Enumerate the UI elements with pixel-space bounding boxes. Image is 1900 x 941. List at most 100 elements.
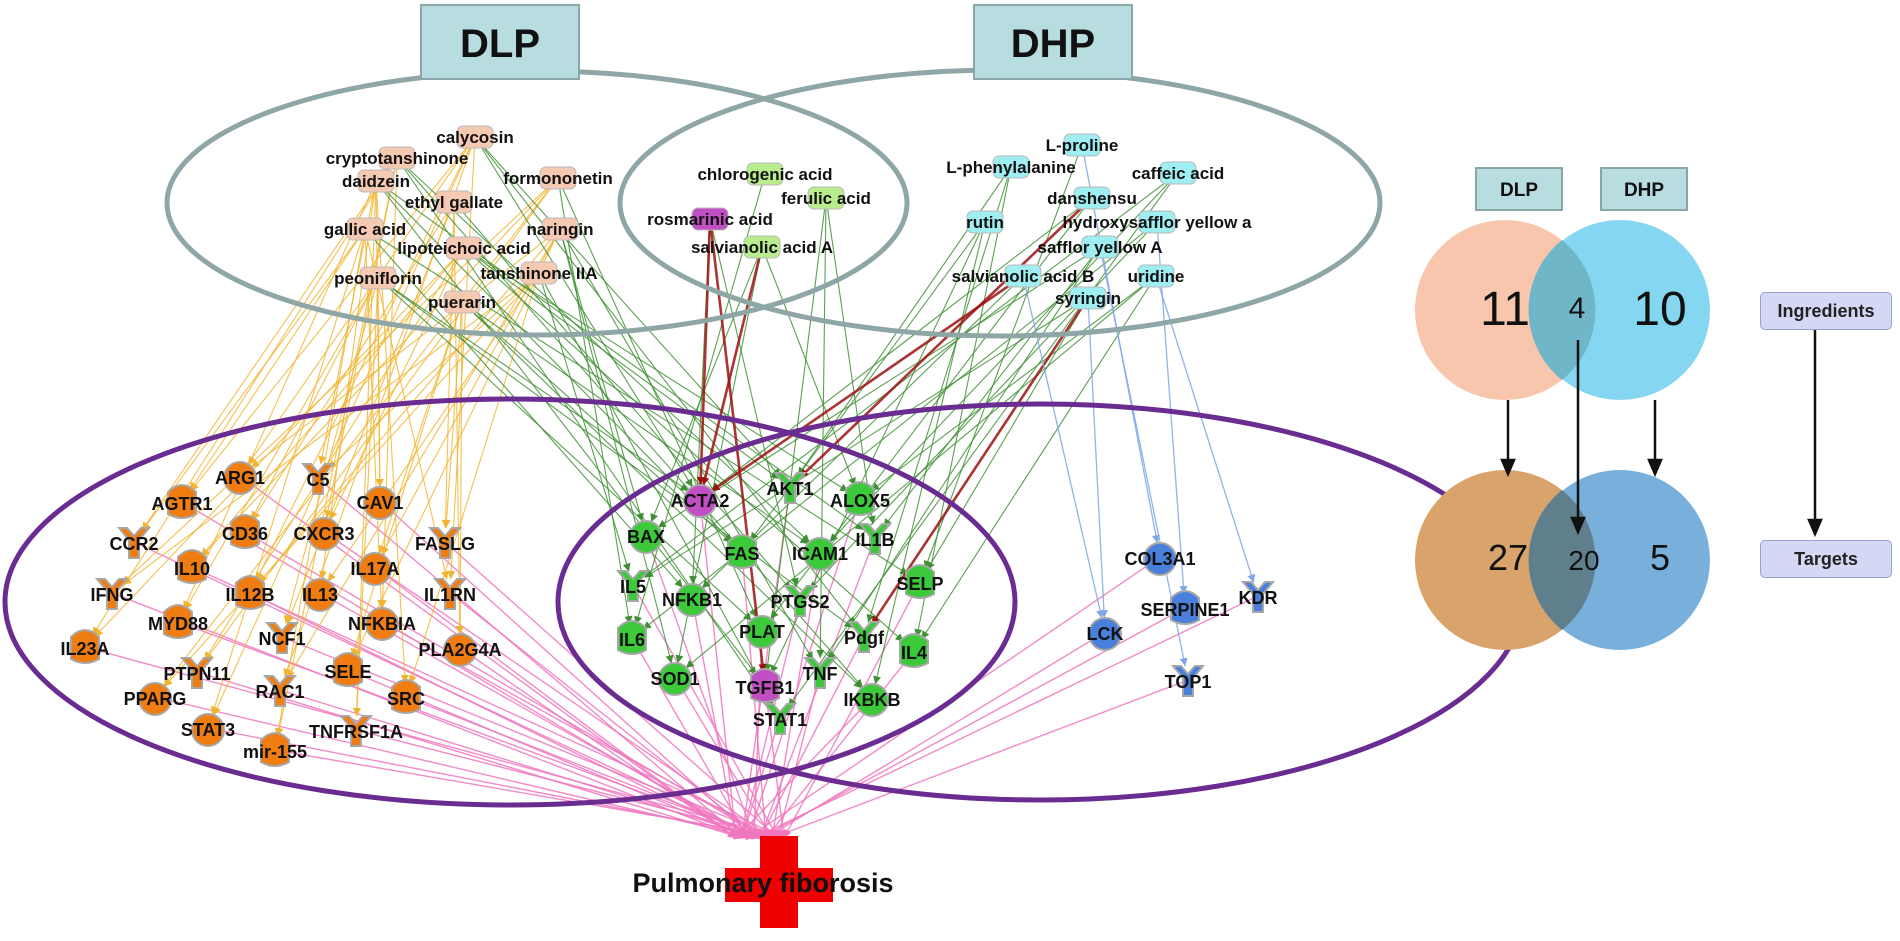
target-il6: IL6 xyxy=(617,620,647,655)
target-label: CD36 xyxy=(222,524,268,544)
disease-label: Pulmonary fiborosis xyxy=(632,868,893,898)
target-cav1: CAV1 xyxy=(357,486,403,520)
target-pparg: PPARG xyxy=(124,682,187,716)
ingredients-label: Ingredients xyxy=(1760,292,1892,330)
edge-gallic-acid-nfkb1 xyxy=(364,228,684,588)
target-label: NCF1 xyxy=(258,629,305,649)
edge-safflor-yellow-a-top1 xyxy=(1099,246,1188,667)
target-label: BAX xyxy=(627,527,665,547)
edge-ethyl-gallate-pla2g4a xyxy=(453,201,464,635)
target-label: COL3A1 xyxy=(1124,549,1195,569)
target-label: NFKB1 xyxy=(662,590,722,610)
edge-nfkb1-to-disease xyxy=(691,597,739,839)
target-il23a: IL23A xyxy=(60,629,110,664)
target-selp: SELP xyxy=(896,564,944,599)
venn-tgt-dlp-count: 27 xyxy=(1488,537,1528,578)
arrow-shared-head xyxy=(1570,516,1586,536)
target-sele: SELE xyxy=(324,652,372,687)
ingredient-daidzein: daidzein xyxy=(342,169,410,193)
target-label: mir-155 xyxy=(243,742,307,762)
edge-formononetin-pparg xyxy=(163,177,559,687)
ingredient-label: daidzein xyxy=(342,172,410,191)
target-label: RAC1 xyxy=(255,682,304,702)
target-il1rn: IL1RN xyxy=(424,578,476,610)
ingredient-label: calycosin xyxy=(436,128,514,147)
target-label: AGTR1 xyxy=(151,494,212,514)
target-label: IL1RN xyxy=(424,585,476,605)
target-label: IL4 xyxy=(901,643,927,663)
ingredient-uridine: uridine xyxy=(1128,264,1184,288)
edge-daidzein-src xyxy=(375,180,409,684)
target-kdr: KDR xyxy=(1239,581,1278,613)
venn-tgt-shared-count: 20 xyxy=(1568,545,1599,576)
target-label: SELP xyxy=(896,574,943,594)
ingredient-label: ethyl gallate xyxy=(405,193,503,212)
target-plat: PLAT xyxy=(739,615,785,649)
ingredient-chlorogenic-acid: chlorogenic acid xyxy=(697,162,833,186)
ingredient-label: salvianolic acid A xyxy=(691,238,833,257)
ingredient-ethyl-gallate: ethyl gallate xyxy=(405,190,503,214)
target-nfkb1: NFKB1 xyxy=(662,583,722,617)
ingredient-label: puerarin xyxy=(428,293,496,312)
target-label: MYD88 xyxy=(148,614,208,634)
ring-dlp-targets xyxy=(2,396,1018,808)
ingredient-formononetin: formononetin xyxy=(503,166,613,190)
edge-uridine-sod1 xyxy=(685,275,1157,669)
target-label: C5 xyxy=(306,470,329,490)
edge-rutin-ikbkb xyxy=(873,221,986,685)
target-label: PPARG xyxy=(124,689,187,709)
target-label: TNFRSF1A xyxy=(309,722,403,742)
target-label: SOD1 xyxy=(650,669,699,689)
edge-salvianolic-acid-b-acta2 xyxy=(710,274,1024,493)
target-mir-155: mir-155 xyxy=(243,732,307,767)
target-label: STAT1 xyxy=(753,710,807,730)
target-ncf1: NCF1 xyxy=(258,622,306,654)
edge-naringin-sod1 xyxy=(559,228,674,664)
edge-pparg-to-disease xyxy=(154,696,755,841)
target-nfkbia: NFKBIA xyxy=(348,607,416,641)
target-label: IL6 xyxy=(619,630,645,650)
edge-lipoteichoic-acid-cxcr3 xyxy=(329,247,465,520)
target-il12b: IL12B xyxy=(225,575,275,610)
ingredient-rutin: rutin xyxy=(966,210,1004,234)
target-agtr1: AGTR1 xyxy=(151,484,213,519)
ingredient-label: caffeic acid xyxy=(1132,164,1225,183)
target-il17a: IL17A xyxy=(350,552,400,586)
target-label: IL10 xyxy=(174,559,210,579)
target-ptgs2: PTGS2 xyxy=(770,585,830,617)
ingredient-l-phenylalanine: L-phenylalanine xyxy=(946,155,1076,179)
target-label: TNF xyxy=(803,664,838,684)
ingredient-label: gallic acid xyxy=(324,220,406,239)
ingredient-caffeic-acid: caffeic acid xyxy=(1132,161,1225,185)
target-label: NFKBIA xyxy=(348,614,416,634)
target-myd88: MYD88 xyxy=(148,604,208,639)
dhp-header: DHP xyxy=(973,4,1133,80)
venn-dhp-label: DHP xyxy=(1600,167,1688,211)
ingredient-syringin: syringin xyxy=(1055,286,1121,310)
target-label: PTPN11 xyxy=(163,664,230,684)
target-cxcr3: CXCR3 xyxy=(293,517,355,551)
target-stat3: STAT3 xyxy=(181,713,235,747)
edge-gallic-acid-nfkbia xyxy=(364,228,386,609)
target-faslg: FASLG xyxy=(415,527,475,559)
target-label: TGFB1 xyxy=(735,678,794,698)
target-c5: C5 xyxy=(300,463,336,495)
target-icam1: ICAM1 xyxy=(792,537,848,571)
ingredient-label: lipoteichoic acid xyxy=(397,239,530,258)
target-top1: TOP1 xyxy=(1165,665,1211,697)
ingredient-label: danshensu xyxy=(1047,189,1137,208)
venn-summary: 11 4 10 27 20 5 xyxy=(1415,220,1823,650)
ingredient-label: ferulic acid xyxy=(781,189,871,208)
target-label: PLAT xyxy=(739,622,785,642)
target-tgfb1: TGFB1 xyxy=(735,668,795,703)
target-rac1: RAC1 xyxy=(255,675,305,707)
ingredient-salvianolic-acid-a: salvianolic acid A xyxy=(691,235,833,259)
ingredient-label: tanshinone IIA xyxy=(480,264,597,283)
target-label: STAT3 xyxy=(181,720,235,740)
ingredient-label: chlorogenic acid xyxy=(697,165,832,184)
ingredient-l-proline: L-proline xyxy=(1046,133,1118,157)
target-label: FASLG xyxy=(415,534,475,554)
venn-dlp-label: DLP xyxy=(1475,167,1563,211)
target-label: SERPINE1 xyxy=(1140,600,1229,620)
